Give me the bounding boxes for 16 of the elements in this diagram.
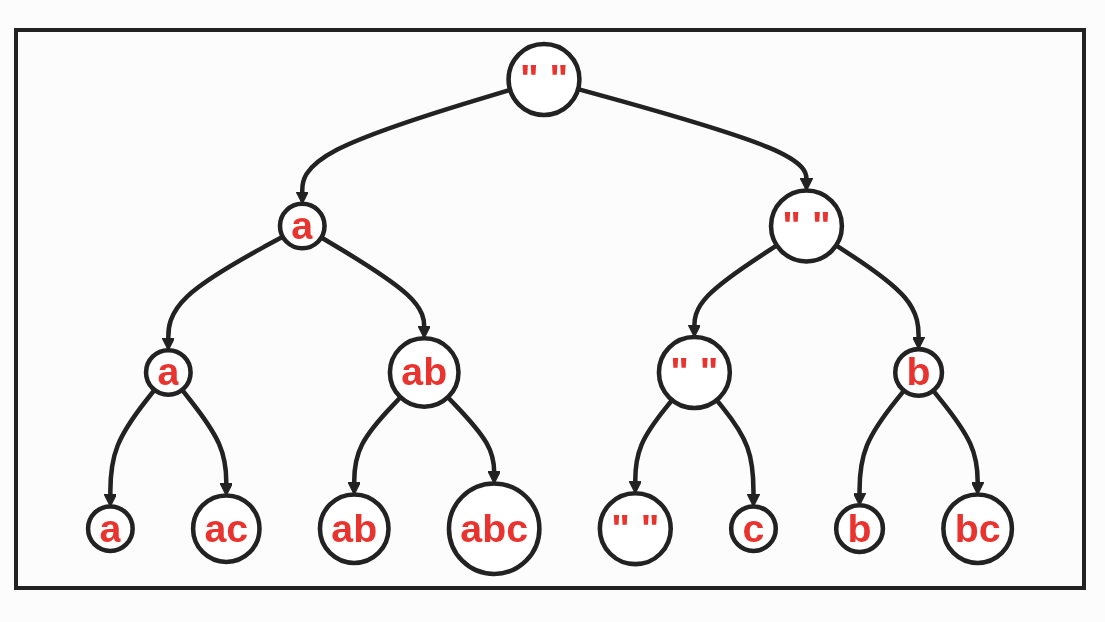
- node-circle: [190, 493, 262, 565]
- node-circle: [833, 503, 886, 555]
- node-circle: [446, 481, 542, 577]
- node-circle: [941, 492, 1015, 566]
- node-circle: [893, 346, 945, 399]
- node-circle: [597, 491, 673, 567]
- node-circle: [143, 347, 193, 397]
- node-circle: [506, 41, 582, 118]
- node-circle: [317, 492, 391, 566]
- node-circle: [85, 504, 135, 554]
- node-circle: [277, 201, 327, 251]
- node-circle: [387, 335, 461, 409]
- frame-border: " " a " " a ab " " b a ac ab abc " " c b bc: [14, 28, 1086, 590]
- node-circle: [768, 188, 845, 264]
- node-circle: [728, 504, 778, 554]
- node-circle: [656, 334, 733, 411]
